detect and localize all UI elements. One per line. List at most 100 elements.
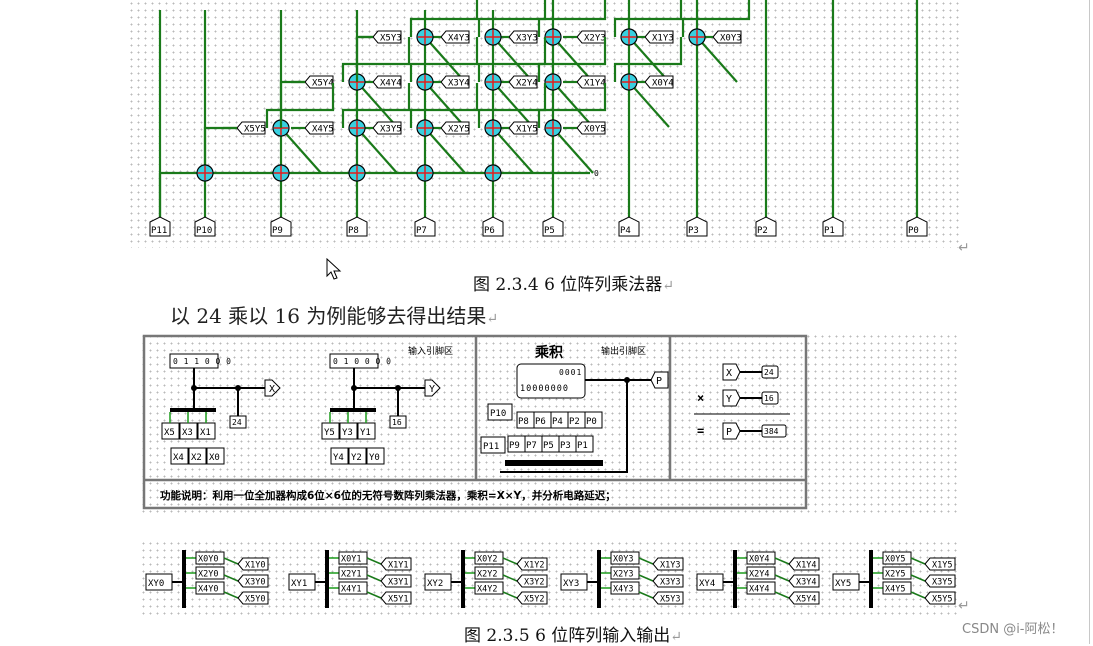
x-split-X2: X2 xyxy=(191,453,202,463)
p11-label: P11 xyxy=(483,442,499,452)
group-XY1-right-label-X1Y1: X1Y1 xyxy=(388,561,408,571)
group-XY2-right-X1Y2 xyxy=(516,557,548,571)
group-XY2-left-label-X4Y2: X4Y2 xyxy=(477,585,497,595)
group-XY0-rwire-X1Y0 xyxy=(223,557,239,565)
output-P7-pin xyxy=(414,216,436,237)
partial-product-X3Y3-tag xyxy=(508,30,538,44)
row2-wire-1 xyxy=(341,83,411,128)
example-paragraph: 以 24 乘以 16 为例能够去得出结果↵ xyxy=(170,304,499,328)
x-value-box xyxy=(229,415,247,429)
partial-product-X4Y3-tag xyxy=(440,30,470,44)
group-XY1-right-label-X3Y1: X3Y1 xyxy=(388,578,408,588)
group-XY3-left-X4Y3 xyxy=(610,581,640,595)
group-XY5-rwire-X5Y5 xyxy=(910,591,926,599)
output-P8: P8 xyxy=(348,226,359,236)
partial-product-X5Y3: X5Y3 xyxy=(380,34,402,44)
group-XY3-right-X5Y3 xyxy=(652,591,684,605)
y-wire xyxy=(353,368,425,389)
group-XY2-right-label-X5Y2: X5Y2 xyxy=(524,595,544,605)
group-XY5-right-label-X1Y5: X1Y5 xyxy=(932,561,952,571)
row2-diag-1 xyxy=(356,127,398,174)
group-XY2-right-label-X3Y2: X3Y2 xyxy=(524,578,544,588)
output-P10: P10 xyxy=(196,226,212,236)
row2-wire-0 xyxy=(265,83,335,128)
output-P0: P0 xyxy=(908,226,919,236)
output-P3: P3 xyxy=(688,226,699,236)
row2-diag-4 xyxy=(552,127,594,174)
group-XY2-left-label-X0Y2: X0Y2 xyxy=(477,555,497,565)
partial-product-X0Y3-tag xyxy=(712,30,742,44)
output-P5: P5 xyxy=(544,226,555,236)
y-split-bot-Y4 xyxy=(330,447,349,465)
group-XY2-right-X3Y2 xyxy=(516,574,548,588)
group-XY5-right-X1Y5 xyxy=(924,557,956,571)
group-XY4-right-label-X1Y4: X1Y4 xyxy=(796,561,816,571)
row1-diag-4 xyxy=(628,81,670,128)
group-XY4-right-label-X3Y4: X3Y4 xyxy=(796,578,816,588)
return-mark: ↵ xyxy=(958,240,970,256)
group-XY2-left-X4Y2 xyxy=(474,581,504,595)
p11-pin xyxy=(480,436,506,454)
group-XY3-left-X2Y3 xyxy=(610,566,640,580)
pbot-label-P3: P3 xyxy=(560,441,571,451)
product-splitter xyxy=(505,460,603,466)
output-P0-pin xyxy=(906,216,928,237)
group-XY5-right-label-X5Y5: X5Y5 xyxy=(932,595,952,605)
x-split-X1: X1 xyxy=(200,428,211,438)
input-area-label: 输入引脚区 xyxy=(408,345,453,357)
p-pin-shape xyxy=(650,371,669,389)
p10-pin xyxy=(487,403,513,421)
group-XY0-splitter xyxy=(182,550,186,608)
eq-p-pin-label: P xyxy=(726,427,732,438)
row0-wire-4 xyxy=(681,0,751,37)
pbot-label-P5: P5 xyxy=(543,441,554,451)
group-XY1-left-label-X4Y1: X4Y1 xyxy=(341,585,361,595)
group-XY0-right-X1Y0 xyxy=(237,557,269,571)
x-bits: 0 1 1 0 0 0 xyxy=(173,357,231,366)
group-XY0-right-X3Y0 xyxy=(237,574,269,588)
y-pin-shape xyxy=(424,379,441,397)
eq-x-value-box xyxy=(761,365,779,379)
eq-y-sym: × xyxy=(697,391,704,405)
group-XY5-rwire-X1Y5 xyxy=(910,557,926,565)
product-title: 乘积 xyxy=(534,344,563,361)
row2-diag-0 xyxy=(280,127,322,174)
y-split-Y5: Y5 xyxy=(324,428,335,438)
group-XY4-left-X4Y4 xyxy=(746,581,776,595)
pbot-P1 xyxy=(575,435,594,453)
eq-p-value: 384 xyxy=(764,427,779,436)
eq-y-value: 16 xyxy=(764,394,774,403)
group-XY2-left-label-X2Y2: X2Y2 xyxy=(477,570,497,580)
partial-product-X4Y4-tag xyxy=(372,75,402,89)
partial-product-X1Y4: X1Y4 xyxy=(584,79,606,89)
ptop-P0 xyxy=(584,411,603,429)
output-P4: P4 xyxy=(620,226,631,236)
x-pin-shape xyxy=(264,379,281,397)
group-XY5-splitter xyxy=(869,550,873,608)
row0-diag-3 xyxy=(628,36,670,83)
group-XY0-rwire-X5Y0 xyxy=(223,591,239,599)
group-XY1-left-X4Y1 xyxy=(338,581,368,595)
group-XY3-splitter xyxy=(597,550,601,608)
ptop-label-P0: P0 xyxy=(586,417,597,427)
group-XY4-right-X1Y4 xyxy=(788,557,820,571)
partial-product-X2Y4-tag xyxy=(508,75,538,89)
x-splitter xyxy=(170,408,216,412)
group-XY2-left-X2Y2 xyxy=(474,566,504,580)
x-split-X5: X5 xyxy=(164,428,175,438)
group-XY5-left-label-X4Y5: X4Y5 xyxy=(885,585,905,595)
row0-wire-0 xyxy=(409,0,479,37)
output-P10-pin xyxy=(194,216,216,237)
figure-caption-2-3-4: 图 2.3.4 6 位阵列乘法器↵ xyxy=(473,275,675,295)
csdn-watermark: CSDN @i-阿松！ xyxy=(962,622,1064,637)
output-P6-pin xyxy=(482,216,504,237)
function-description: 功能说明：利用一位全加器构成6位×6位的无符号数阵列乘法器，乘积=X×Y，并分析… xyxy=(160,489,616,502)
group-XY0-left-label-X0Y0: X0Y0 xyxy=(198,555,218,565)
row2-diag-2 xyxy=(424,127,466,174)
group-XY0-label: XY0 xyxy=(148,579,164,589)
group-XY2-right-label-X1Y2: X1Y2 xyxy=(524,561,544,571)
row1-diag-0 xyxy=(356,81,398,128)
partial-product-X4Y3: X4Y3 xyxy=(448,34,470,44)
group-XY2-splitter xyxy=(461,550,465,608)
group-XY5-right-X5Y5 xyxy=(924,591,956,605)
